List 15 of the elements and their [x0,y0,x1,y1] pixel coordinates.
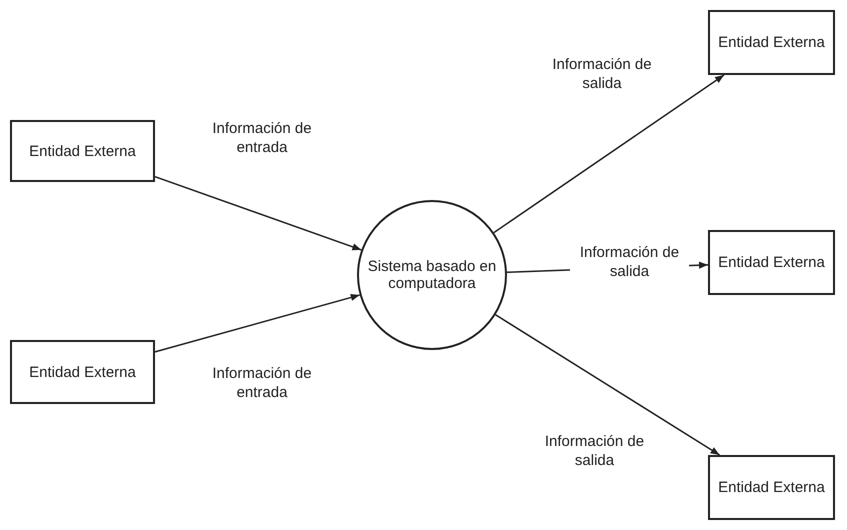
arrow [154,294,360,353]
node-label: Entidad Externa [28,364,137,380]
node-label: Entidad Externa [28,142,137,160]
node-label: Sistema basado en computadora [366,258,498,292]
entity-box [10,120,155,182]
entity-box [708,230,835,295]
node-label: Entidad Externa [717,34,826,51]
arrow [154,176,362,251]
arrow [493,74,724,234]
entity-box [10,340,155,404]
node-label: Entidad Externa [717,254,826,271]
arrow [495,314,720,456]
entity-box [708,10,835,75]
node-label: Entidad Externa [717,479,826,496]
entity-box [708,455,835,520]
